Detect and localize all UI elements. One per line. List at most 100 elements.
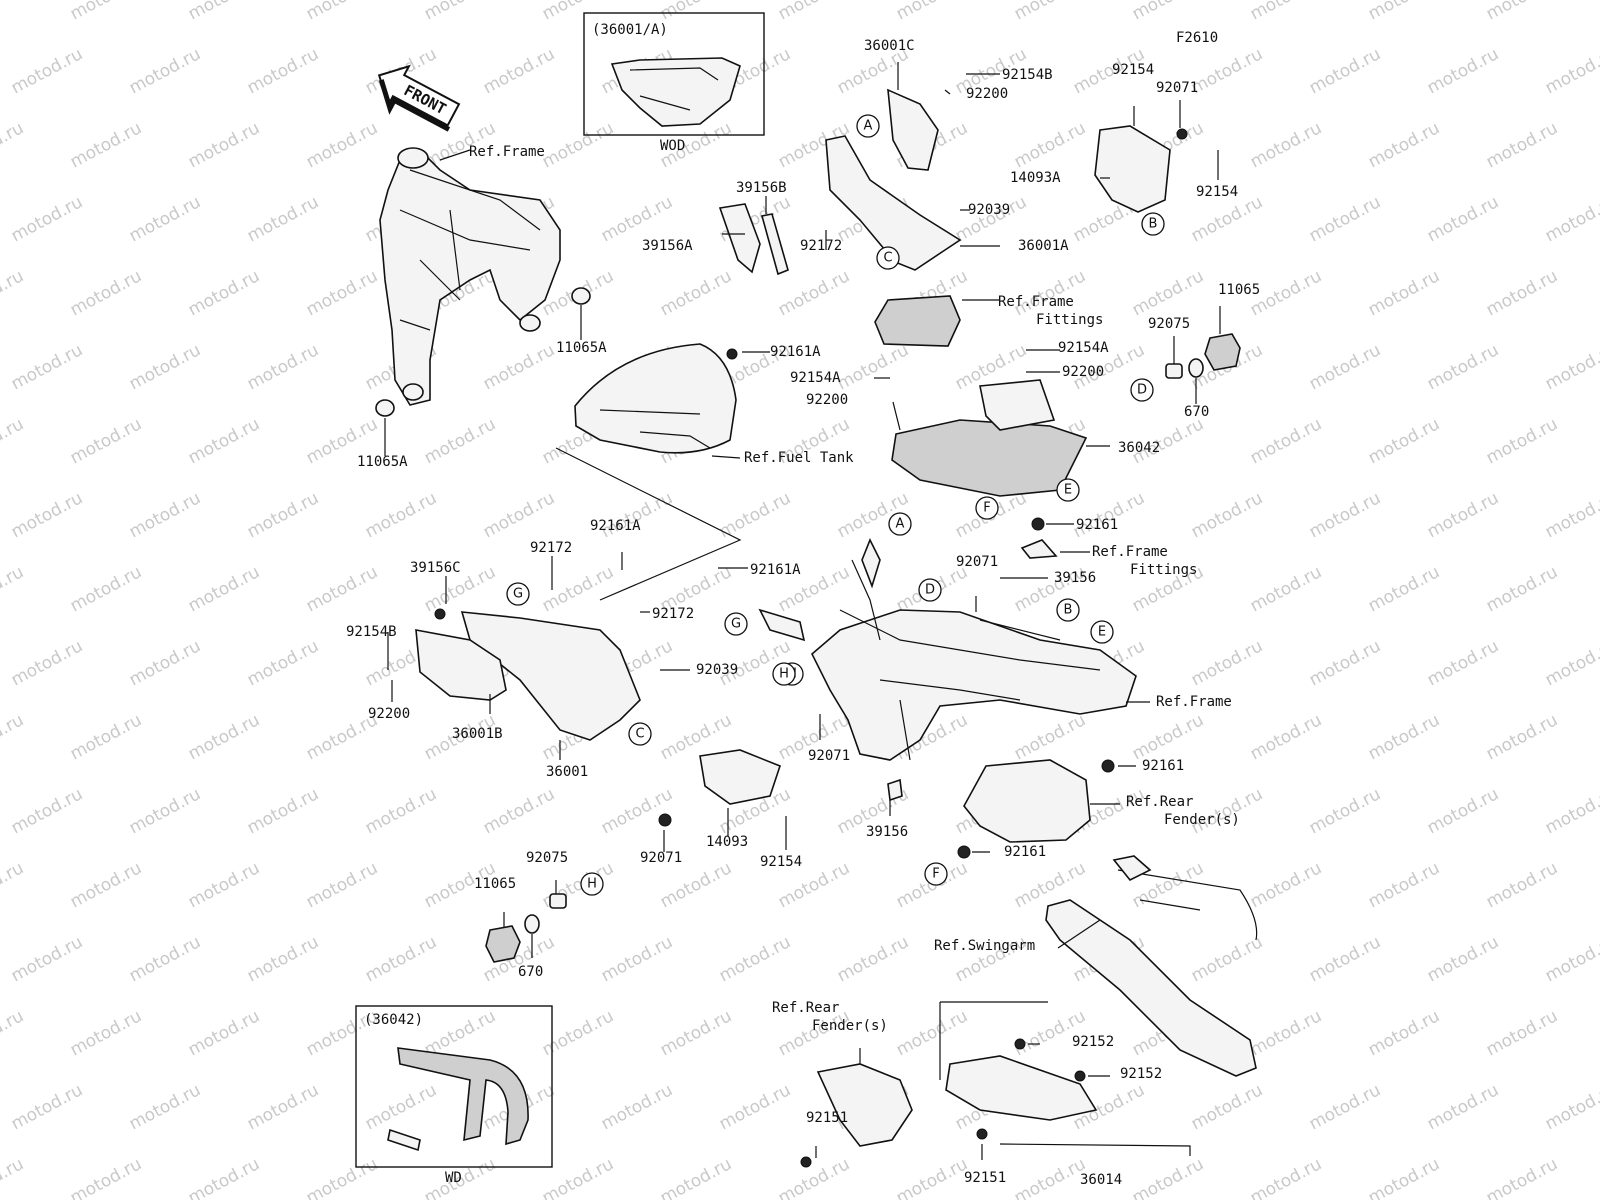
- watermark-text: motod.ru: [8, 488, 86, 542]
- fittings-sketch: [1020, 539, 1058, 559]
- part-label-l33: 39156C: [410, 560, 461, 576]
- oring-670-sketch: [1188, 358, 1204, 378]
- part-label-l56: Ref.Swingarm: [934, 938, 1035, 954]
- watermark-text: motod.ru: [1129, 710, 1207, 764]
- watermark-text: motod.ru: [716, 1080, 794, 1134]
- callout-circle: [918, 578, 942, 602]
- callout-letter: H: [587, 877, 597, 892]
- collar-92075-sketch: [1165, 363, 1183, 379]
- callout-letter: H: [779, 667, 789, 682]
- grab-rail-sketch: [397, 1047, 529, 1146]
- cover-14093-sketch: [699, 749, 781, 805]
- watermark-text: motod.ru: [0, 118, 27, 172]
- watermark-text: motod.ru: [67, 0, 145, 24]
- part-label-l28: 92161: [1076, 517, 1118, 533]
- part-label-l1: Ref.Frame: [469, 144, 545, 160]
- part-label-l54: 11065: [474, 876, 516, 892]
- watermark-text: motod.ru: [1424, 1080, 1502, 1134]
- watermark-text: motod.ru: [1542, 488, 1600, 542]
- watermark-text: motod.ru: [834, 340, 912, 394]
- part-label-l41: 92071: [956, 554, 998, 570]
- watermark-text: motod.ru: [1483, 118, 1561, 172]
- part-label-l8: 39156A: [642, 238, 693, 254]
- callout-circle: [924, 862, 948, 886]
- watermark-text: motod.ru: [67, 858, 145, 912]
- part-label-l5: 92154B: [1002, 67, 1053, 83]
- cap-11065-sketch: [485, 925, 521, 963]
- part-label-l25: 92200: [1062, 364, 1104, 380]
- watermark-text: motod.ru: [480, 340, 558, 394]
- watermark-text: motod.ru: [893, 1006, 971, 1060]
- part-label-l53: 92075: [526, 850, 568, 866]
- watermark-text: motod.ru: [1247, 414, 1325, 468]
- part-label-l18: 11065: [1218, 282, 1260, 298]
- callout-marker: B: [1141, 212, 1165, 236]
- watermark-text: motod.ru: [775, 266, 853, 320]
- watermark-text: motod.ru: [1542, 192, 1600, 246]
- gasket-39156b-sketch: [761, 213, 789, 276]
- watermark-text: motod.ru: [1424, 340, 1502, 394]
- watermark-text: motod.ru: [1365, 562, 1443, 616]
- part-label-l13: Fittings: [1036, 312, 1103, 328]
- callout-marker: H: [580, 872, 604, 896]
- watermark-text: motod.ru: [126, 192, 204, 246]
- watermark-text: motod.ru: [1542, 44, 1600, 98]
- callout-circle: [1056, 598, 1080, 622]
- watermark-text: motod.ru: [1365, 0, 1443, 24]
- part-label-l62: 92151: [964, 1170, 1006, 1186]
- part-label-l40: 36001: [546, 764, 588, 780]
- watermark-text: motod.ru: [1306, 44, 1384, 98]
- watermark-text: motod.ru: [1306, 1080, 1384, 1134]
- part-label-l3: 11065A: [357, 454, 408, 470]
- callout-circle: [1130, 378, 1154, 402]
- watermark-text: motod.ru: [0, 266, 27, 320]
- part-label-l6: 92200: [966, 86, 1008, 102]
- watermark-text: motod.ru: [303, 562, 381, 616]
- inset-top-title: (36001/A): [592, 22, 668, 38]
- watermark-text: motod.ru: [1188, 192, 1266, 246]
- watermark-text: motod.ru: [1011, 118, 1089, 172]
- watermark-text: motod.ru: [185, 1154, 263, 1200]
- part-label-l10: 92039: [968, 202, 1010, 218]
- callout-circle: [876, 246, 900, 270]
- watermark-text: motod.ru: [1542, 340, 1600, 394]
- callout-circle: [975, 496, 999, 520]
- watermark-text: motod.ru: [126, 44, 204, 98]
- part-label-l16: 14093A: [1010, 170, 1061, 186]
- part-label-l42: 39156: [1054, 570, 1096, 586]
- part-label-l12: Ref.Frame: [998, 294, 1074, 310]
- part-label-l52: 92161: [1004, 844, 1046, 860]
- bracket-fittings-sketch: [874, 295, 961, 347]
- watermark-text: motod.ru: [1365, 118, 1443, 172]
- watermark-text: motod.ru: [1247, 1006, 1325, 1060]
- callout-marker: B: [1056, 598, 1080, 622]
- watermark-text: motod.ru: [126, 488, 204, 542]
- watermark-text: motod.ru: [8, 340, 86, 394]
- part-label-l15: 92071: [1156, 80, 1198, 96]
- watermark-text: motod.ru: [1188, 488, 1266, 542]
- watermark-text: motod.ru: [1483, 266, 1561, 320]
- part-label-l7: 39156B: [736, 180, 787, 196]
- part-label-l23: 92200: [806, 392, 848, 408]
- inset-bottom-caption: WD: [445, 1170, 462, 1186]
- watermark-text: motod.ru: [1424, 784, 1502, 838]
- part-label-l45: 92161: [1142, 758, 1184, 774]
- watermark-text: motod.ru: [1483, 0, 1561, 24]
- watermark-text: motod.ru: [539, 0, 617, 24]
- watermark-text: motod.ru: [1247, 858, 1325, 912]
- watermark-text: motod.ru: [126, 1080, 204, 1134]
- callout-marker: A: [856, 114, 880, 138]
- callout-marker: F: [975, 496, 999, 520]
- callout-circle: [772, 662, 796, 686]
- watermark-text: motod.ru: [244, 44, 322, 98]
- seat-cover-sketch: [610, 57, 741, 127]
- watermark-text: motod.ru: [1542, 932, 1600, 986]
- rear-frame-sketch: [758, 538, 1137, 761]
- watermark-text: motod.ru: [0, 858, 27, 912]
- part-label-l31: 92161A: [590, 518, 641, 534]
- callout-marker: F: [924, 862, 948, 886]
- watermark-text: motod.ru: [244, 784, 322, 838]
- part-label-l60: 92152: [1120, 1066, 1162, 1082]
- chain-guard-36014-sketch: [945, 1055, 1098, 1121]
- watermark-text: motod.ru: [1247, 1154, 1325, 1200]
